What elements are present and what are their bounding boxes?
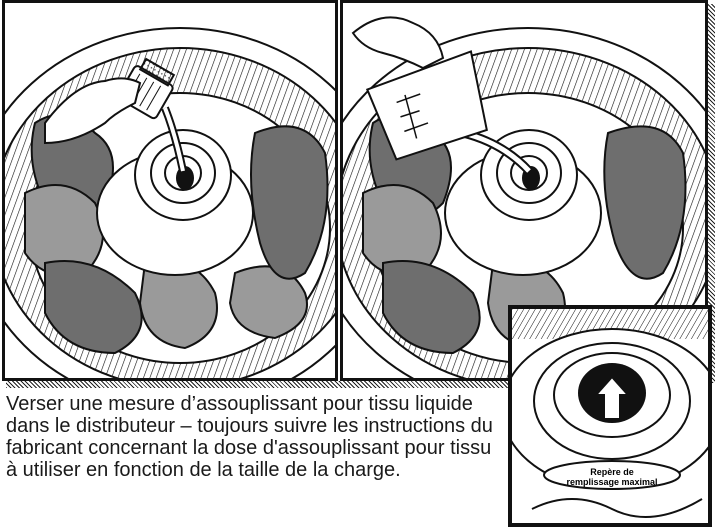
max-fill-inset: Repère de remplissage maximal bbox=[508, 305, 712, 527]
washer-drum-bottle-drawing bbox=[5, 3, 338, 381]
instruction-text: Verser une mesure d’assouplissant pour t… bbox=[6, 393, 506, 531]
max-fill-label-line2: remplissage maximal bbox=[548, 477, 676, 487]
dispenser-closeup-drawing bbox=[512, 309, 712, 527]
frame-shadow-bottom bbox=[6, 381, 511, 388]
max-fill-label-line1: Repère de bbox=[548, 467, 676, 477]
max-fill-label: Repère de remplissage maximal bbox=[548, 467, 676, 487]
illustration-pour-bottle bbox=[2, 0, 338, 381]
